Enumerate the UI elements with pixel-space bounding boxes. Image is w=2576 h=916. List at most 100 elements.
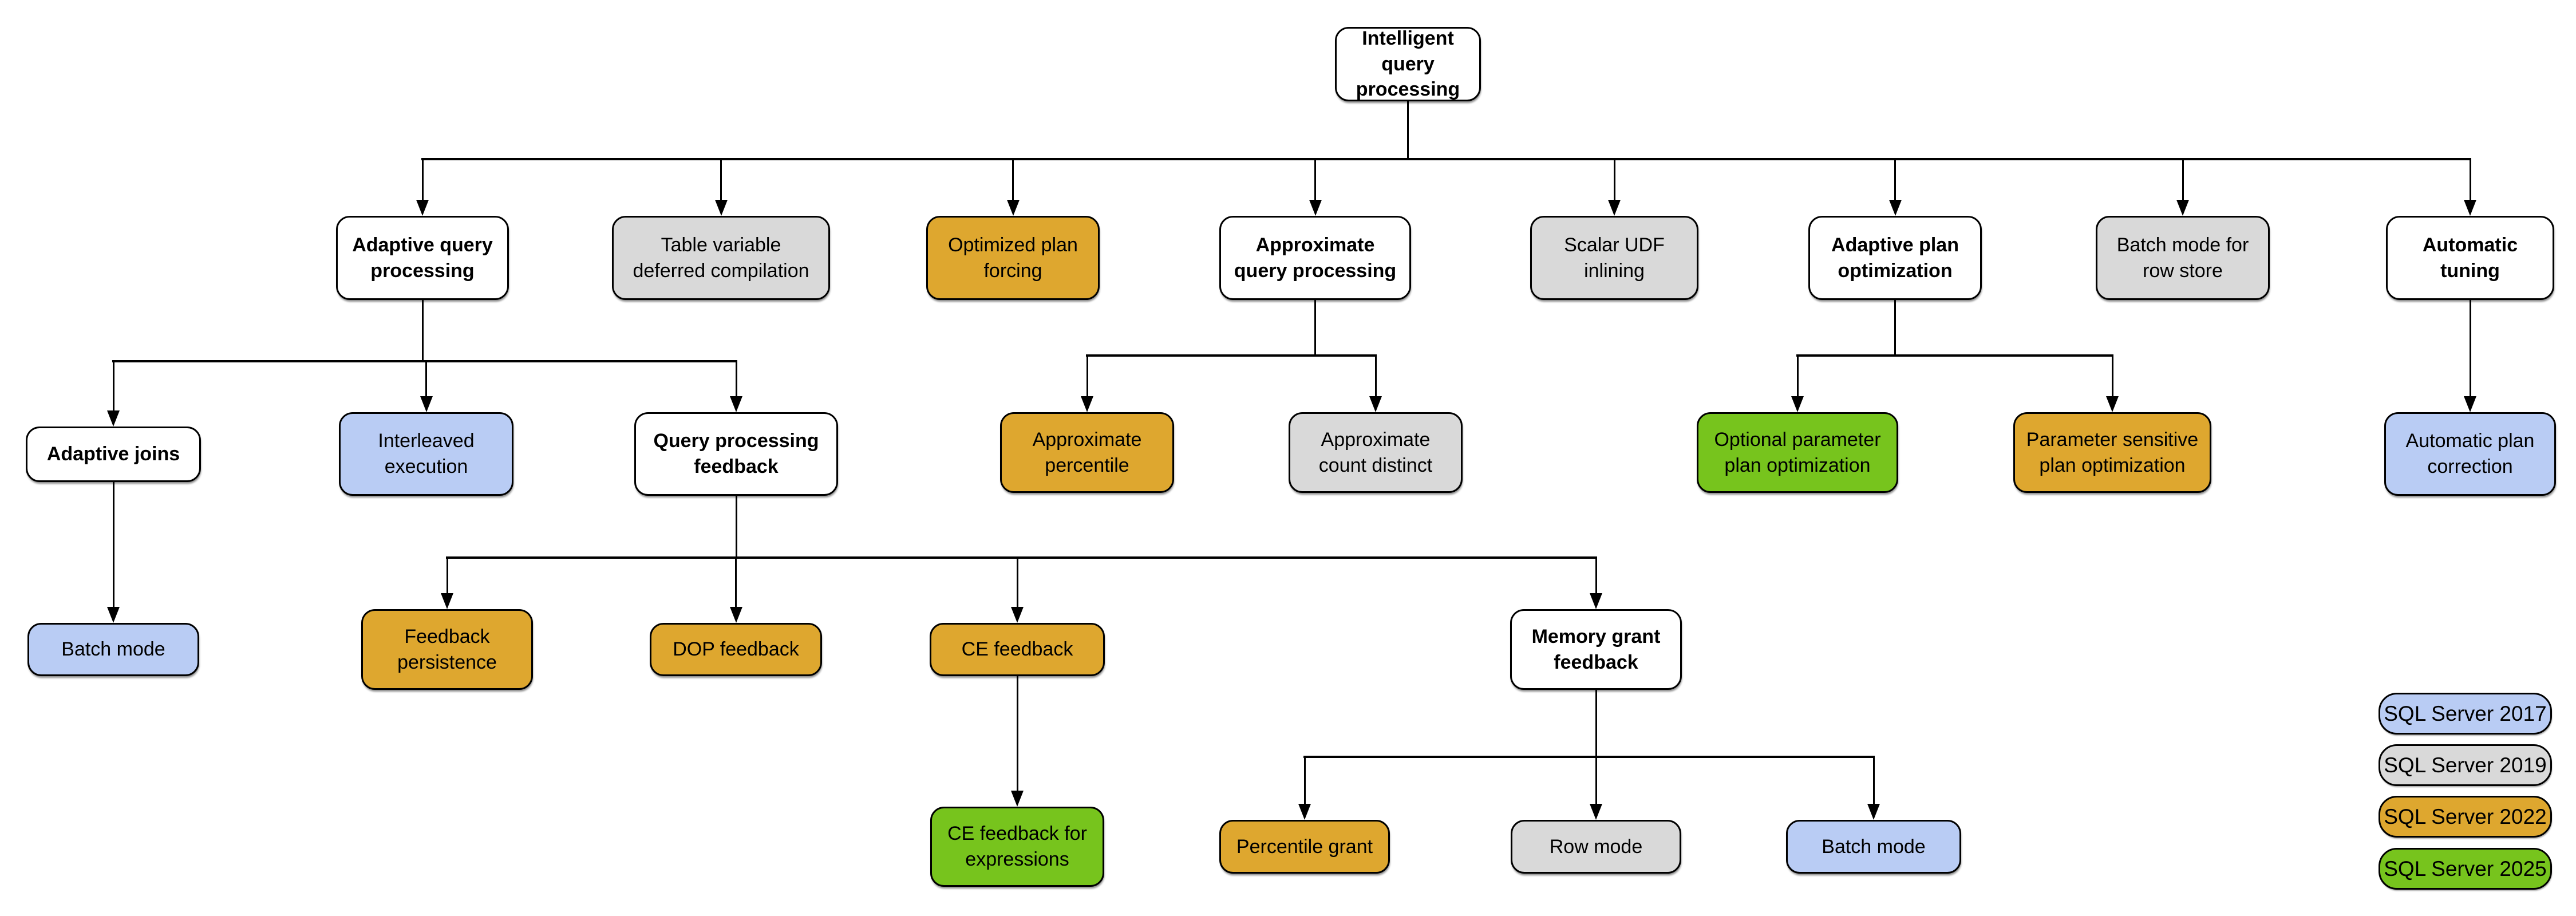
arrowhead-interleaved-execution: [420, 396, 433, 412]
node-automatic-tuning: Automatic tuning: [2386, 216, 2554, 300]
arrowhead-table-variable-deferred-compilation: [714, 200, 728, 216]
node-label-query-processing-feedback: Query processing feedback: [653, 430, 819, 477]
node-table-variable-deferred-compilation: Table variable deferred compilation: [612, 216, 830, 300]
node-approximate-query-processing: Approximate query processing: [1219, 216, 1411, 300]
edge-query-processing-feedback-bus: [446, 556, 1597, 559]
edge-drop-feedback-persistence: [446, 558, 448, 595]
node-adaptive-joins: Adaptive joins: [26, 427, 201, 482]
edge-drop-approximate-query-processing: [1314, 159, 1316, 202]
edge-drop-row-mode: [1595, 757, 1597, 806]
edge-drop-adaptive-plan-optimization: [1894, 159, 1896, 202]
node-label-percentile-grant: Percentile grant: [1236, 835, 1373, 858]
arrowhead-adaptive-query-processing: [416, 200, 429, 216]
node-optimized-plan-forcing: Optimized plan forcing: [926, 216, 1100, 300]
node-dop-feedback: DOP feedback: [650, 623, 822, 676]
edge-drop-automatic-tuning: [2469, 159, 2471, 202]
arrowhead-automatic-plan-correction: [2464, 396, 2476, 412]
node-label-interleaved-execution: Interleaved execution: [378, 430, 475, 477]
node-row-mode: Row mode: [1511, 820, 1681, 874]
node-batch-mode-for-row-store: Batch mode for row store: [2096, 216, 2270, 300]
edge-drop-table-variable-deferred-compilation: [720, 159, 722, 202]
edge-drop-optimized-plan-forcing: [1012, 159, 1014, 202]
edge-drop-dop-feedback: [735, 558, 737, 609]
edge-drop-percentile-grant: [1303, 757, 1306, 806]
edge-drop-adaptive-query-processing: [421, 159, 424, 202]
node-label-batch-mode-adaptive: Batch mode: [61, 638, 165, 661]
legend-label-sql-server-2019: SQL Server 2019: [2384, 753, 2547, 777]
edge-drop-adaptive-joins: [112, 361, 114, 413]
node-label-intelligent-query-processing: Intelligent query processing: [1356, 27, 1460, 101]
legend-label-sql-server-2022: SQL Server 2022: [2384, 804, 2547, 828]
edge-drop-ce-feedback: [1016, 558, 1018, 609]
node-parameter-sensitive-plan-optimization: Parameter sensitive plan optimization: [2013, 412, 2211, 493]
edge-approximate-query-processing-bus: [1086, 354, 1377, 357]
node-label-batch-mode-for-row-store: Batch mode for row store: [2116, 234, 2249, 282]
arrowhead-feedback-persistence: [441, 593, 453, 609]
edge-adaptive-joins-stem: [112, 482, 114, 609]
node-label-row-mode: Row mode: [1549, 835, 1643, 858]
node-label-adaptive-query-processing: Adaptive query processing: [352, 234, 493, 282]
edge-adaptive-plan-optimization-stem: [1894, 300, 1896, 356]
arrowhead-memory-grant-feedback: [1590, 593, 1602, 609]
node-ce-feedback: CE feedback: [930, 623, 1105, 676]
edge-drop-batch-mode-memory: [1872, 757, 1875, 806]
node-memory-grant-feedback: Memory grant feedback: [1510, 609, 1682, 690]
arrowhead-optimized-plan-forcing: [1006, 200, 1020, 216]
node-optional-parameter-plan-optimization: Optional parameter plan optimization: [1697, 412, 1898, 493]
node-scalar-udf-inlining: Scalar UDF inlining: [1530, 216, 1698, 300]
edge-drop-approximate-percentile: [1086, 356, 1088, 398]
arrowhead-optional-parameter-plan-optimization: [1791, 396, 1804, 412]
edge-memory-grant-feedback-bus: [1303, 756, 1875, 758]
node-label-automatic-plan-correction: Automatic plan correction: [2405, 430, 2535, 477]
edge-drop-optional-parameter-plan-optimization: [1796, 356, 1799, 398]
arrowhead-percentile-grant: [1298, 804, 1311, 820]
legend-label-sql-server-2025: SQL Server 2025: [2384, 856, 2547, 881]
legend-sql-server-2019: SQL Server 2019: [2379, 744, 2552, 786]
node-approximate-percentile: Approximate percentile: [1000, 412, 1174, 493]
edge-drop-memory-grant-feedback: [1595, 558, 1597, 595]
arrowhead-scalar-udf-inlining: [1608, 200, 1621, 216]
arrowhead-batch-mode-memory: [1867, 804, 1880, 820]
node-feedback-persistence: Feedback persistence: [361, 609, 533, 690]
node-intelligent-query-processing: Intelligent query processing: [1335, 27, 1481, 101]
arrowhead-adaptive-joins: [107, 410, 120, 427]
node-label-dop-feedback: DOP feedback: [673, 638, 799, 661]
arrowhead-ce-feedback-for-expressions: [1011, 791, 1024, 807]
legend-sql-server-2017: SQL Server 2017: [2379, 693, 2552, 735]
edge-adaptive-query-processing-bus: [112, 360, 737, 362]
node-label-memory-grant-feedback: Memory grant feedback: [1531, 625, 1661, 673]
edge-drop-query-processing-feedback: [735, 361, 737, 398]
node-batch-mode-memory: Batch mode: [1786, 820, 1961, 874]
node-label-ce-feedback-for-expressions: CE feedback for expressions: [947, 823, 1087, 870]
arrowhead-query-processing-feedback: [730, 396, 742, 412]
edge-adaptive-query-processing-stem: [421, 300, 424, 361]
arrowhead-batch-mode-adaptive: [107, 607, 120, 623]
edge-drop-approximate-count-distinct: [1374, 356, 1377, 398]
arrowhead-approximate-query-processing: [1309, 200, 1322, 216]
node-automatic-plan-correction: Automatic plan correction: [2384, 412, 2556, 496]
arrowhead-approximate-percentile: [1081, 396, 1093, 412]
arrowhead-batch-mode-for-row-store: [2176, 200, 2189, 216]
arrowhead-parameter-sensitive-plan-optimization: [2106, 396, 2119, 412]
legend-sql-server-2022: SQL Server 2022: [2379, 796, 2552, 838]
node-label-approximate-percentile: Approximate percentile: [1032, 428, 1142, 476]
node-label-batch-mode-memory: Batch mode: [1822, 835, 1926, 858]
edge-drop-interleaved-execution: [425, 361, 427, 398]
node-label-automatic-tuning: Automatic tuning: [2422, 234, 2518, 282]
node-label-feedback-persistence: Feedback persistence: [397, 625, 497, 673]
node-label-ce-feedback: CE feedback: [961, 638, 1073, 661]
node-label-optional-parameter-plan-optimization: Optional parameter plan optimization: [1714, 428, 1881, 476]
legend-label-sql-server-2017: SQL Server 2017: [2384, 701, 2547, 725]
edge-drop-scalar-udf-inlining: [1613, 159, 1615, 202]
edge-memory-grant-feedback-stem: [1595, 690, 1597, 757]
arrowhead-approximate-count-distinct: [1369, 396, 1382, 412]
edge-query-processing-feedback-stem: [735, 496, 737, 558]
edge-drop-parameter-sensitive-plan-optimization: [2111, 356, 2113, 398]
node-ce-feedback-for-expressions: CE feedback for expressions: [930, 807, 1104, 887]
node-interleaved-execution: Interleaved execution: [339, 412, 513, 496]
arrowhead-adaptive-plan-optimization: [1888, 200, 1902, 216]
arrowhead-dop-feedback: [729, 607, 742, 623]
node-percentile-grant: Percentile grant: [1219, 820, 1390, 874]
node-label-approximate-query-processing: Approximate query processing: [1234, 234, 1397, 282]
